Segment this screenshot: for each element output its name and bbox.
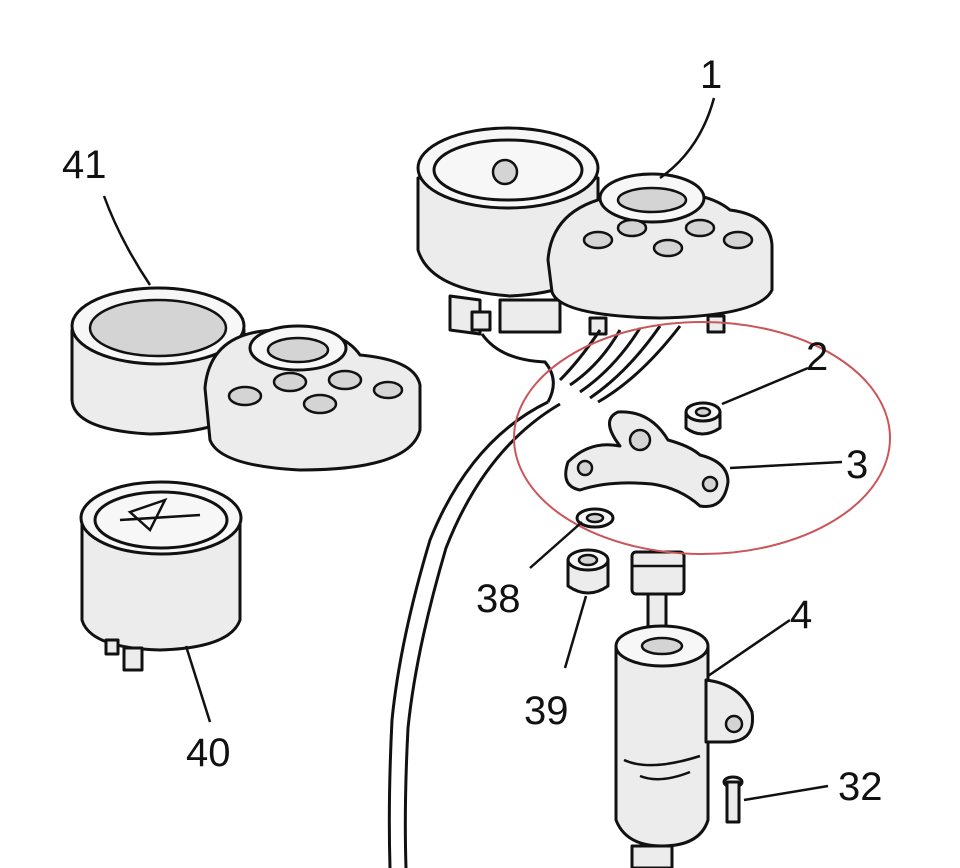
part-39-nut [566,548,610,595]
callout-3: 3 [846,443,868,487]
part-41-instrument-housing [70,286,422,472]
callout-2: 2 [806,335,828,379]
leader-lines [102,97,843,802]
part-32-screw [722,775,744,824]
highlight-ellipse [513,321,891,555]
part-40-gauge [79,480,243,672]
callout-39: 39 [524,689,569,733]
callout-41: 41 [62,143,107,187]
callout-32: 32 [838,765,883,809]
wiring-harness [387,325,682,868]
part-38-washer [575,507,615,529]
callout-1: 1 [700,53,722,97]
part-2-nut [684,401,722,436]
callout-4: 4 [790,593,812,637]
callout-40: 40 [186,731,231,775]
part-3-bracket-plate [564,410,730,508]
part-4-ignition-switch [614,624,755,868]
part-1-instrument-cluster [416,126,774,336]
callout-38: 38 [476,577,521,621]
